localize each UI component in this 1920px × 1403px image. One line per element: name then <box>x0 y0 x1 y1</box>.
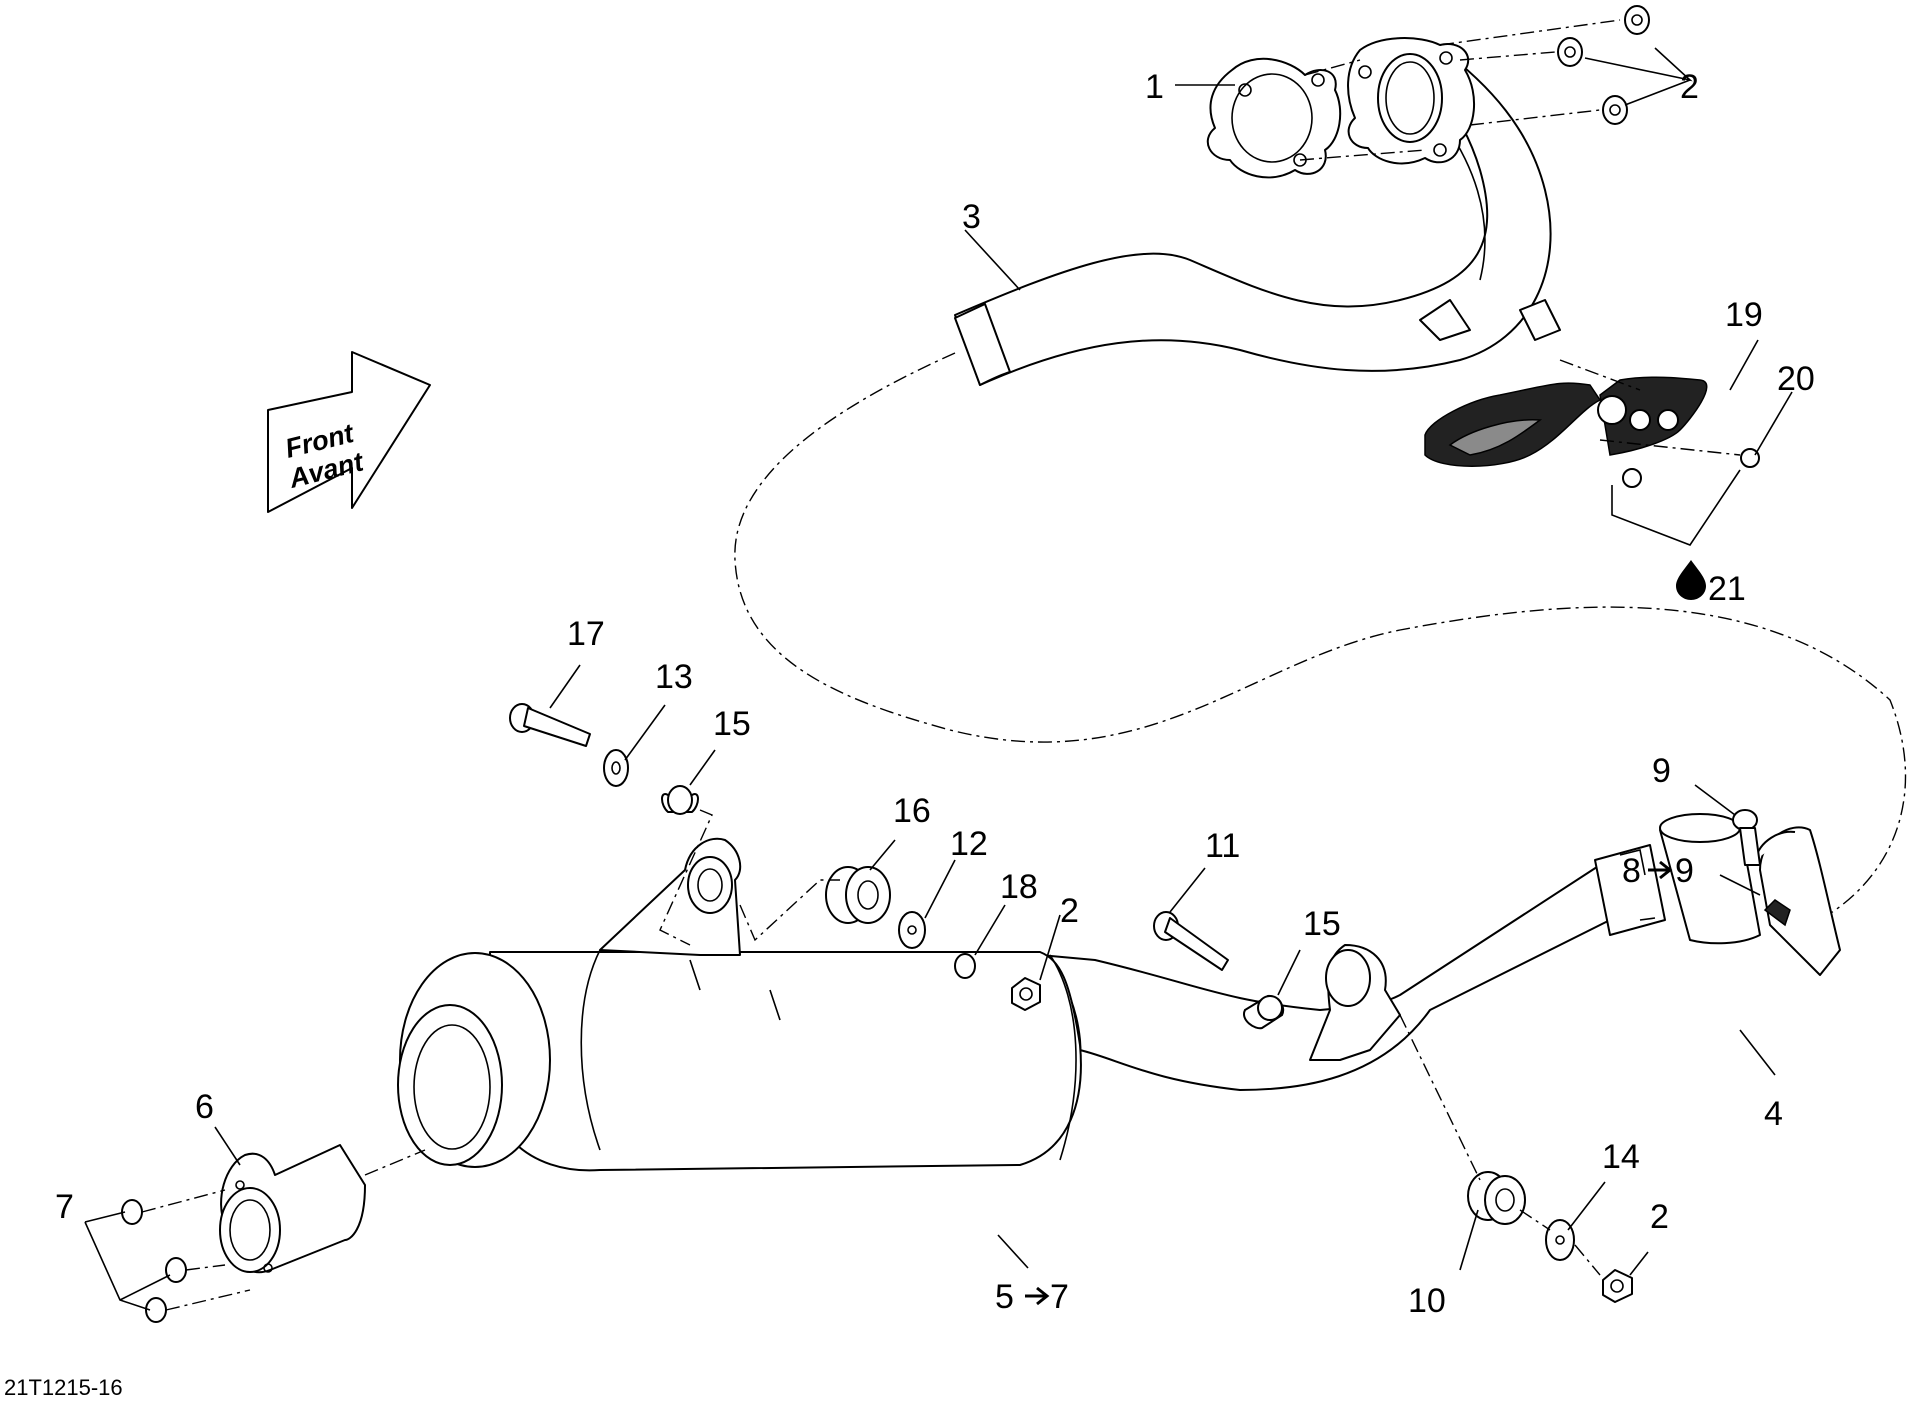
mounting-bolt-17 <box>509 703 591 747</box>
clamp-bolt <box>1732 809 1761 866</box>
callout-2-lower: 2 <box>1650 1198 1669 1236</box>
muffler-mounting-bracket <box>599 837 742 956</box>
callout-7-range: 7 <box>1050 1278 1069 1316</box>
grommet-10 <box>1467 1171 1526 1225</box>
callout-20: 20 <box>1777 360 1815 398</box>
heat-shield-bolts <box>1622 448 1760 488</box>
leader-lines <box>214 47 1793 1276</box>
flange-nuts <box>1557 5 1650 125</box>
callout-15-upper: 15 <box>713 705 751 743</box>
rear-pipe-hanger <box>1309 944 1401 1061</box>
callout-14: 14 <box>1602 1138 1640 1176</box>
right-arrow-icon <box>1025 860 1673 1306</box>
callout-10: 10 <box>1408 1282 1446 1320</box>
callout-3: 3 <box>962 198 981 236</box>
callout-2-top: 2 <box>1680 68 1699 106</box>
exhaust-clamp <box>1754 826 1841 976</box>
washer-13 <box>603 749 629 787</box>
front-direction-arrow: Front Avant <box>267 351 431 513</box>
callout-17: 17 <box>567 615 605 653</box>
callout-21: 21 <box>1708 570 1746 608</box>
callout-5: 5 <box>995 1278 1014 1316</box>
callout-15-lower: 15 <box>1303 905 1341 943</box>
grommet-16 <box>825 866 891 924</box>
callout-13: 13 <box>655 658 693 696</box>
heat-shield <box>1419 299 1741 467</box>
callout-2-middle: 2 <box>1060 892 1079 930</box>
exhaust-sleeve <box>1659 813 1761 945</box>
bushing-18 <box>954 953 976 979</box>
callout-1: 1 <box>1145 68 1164 106</box>
assembly-path-header <box>734 352 1907 931</box>
spark-arrestor <box>219 1144 366 1274</box>
callout-9-top: 9 <box>1652 752 1671 790</box>
callout-11: 11 <box>1205 827 1240 865</box>
exhaust-header-pipe <box>954 47 1552 386</box>
droplet-icon <box>1676 560 1706 600</box>
callout-4: 4 <box>1764 1095 1783 1133</box>
spacer-15-upper <box>661 785 699 815</box>
callout-16: 16 <box>893 792 931 830</box>
callout-18: 18 <box>1000 868 1038 906</box>
exhaust-flange-gasket <box>1206 57 1342 179</box>
exhaust-port-flange <box>1347 37 1476 165</box>
callout-19: 19 <box>1725 296 1763 334</box>
muffler <box>397 864 1611 1172</box>
reference-code: 21T1215-16 <box>4 1375 123 1400</box>
callout-6: 6 <box>195 1088 214 1126</box>
callout-12: 12 <box>950 825 988 863</box>
mounting-bolt-11 <box>1153 911 1229 971</box>
callout-9-range: 9 <box>1675 852 1694 890</box>
callout-7: 7 <box>55 1188 74 1226</box>
washer-12 <box>898 911 926 949</box>
nut-2-lower <box>1602 1269 1633 1303</box>
pipe-outlet-end <box>1594 844 1666 936</box>
nut-2-middle <box>1011 977 1041 1011</box>
washer-14 <box>1545 1219 1575 1261</box>
callout-labels: 1 2 3 19 20 21 17 13 15 16 12 18 2 11 15… <box>55 68 1815 1320</box>
callout-8: 8 <box>1622 852 1641 890</box>
spacer-15-lower <box>1243 994 1285 1030</box>
